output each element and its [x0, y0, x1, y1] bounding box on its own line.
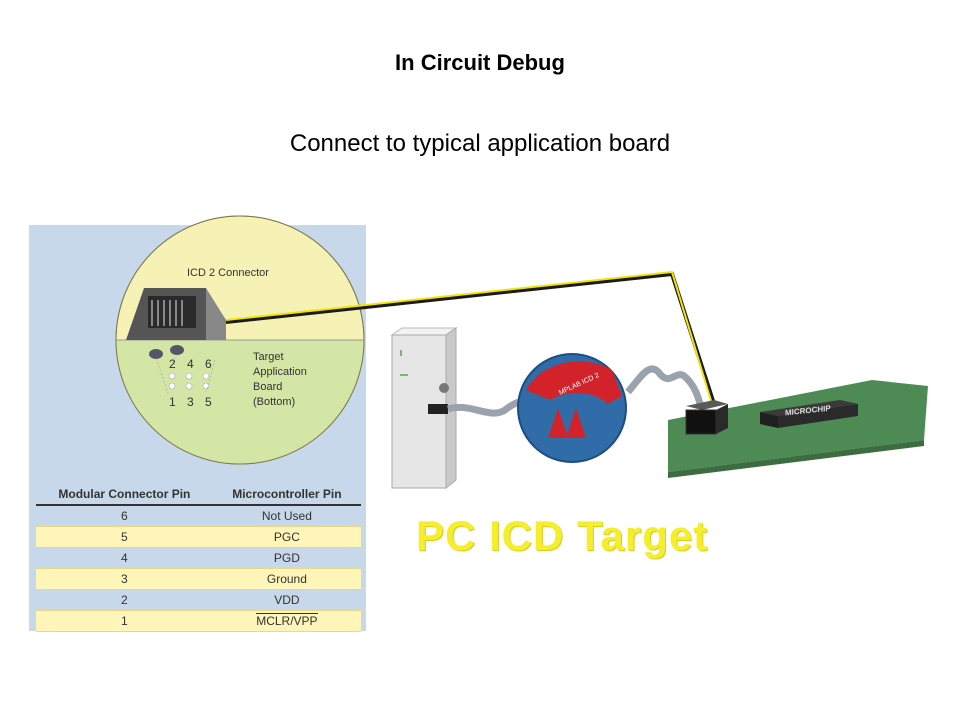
debug-cable — [625, 365, 704, 405]
mcu-cell: Ground — [212, 568, 361, 590]
pc-tower-icon — [390, 327, 458, 490]
mcu-cell: Not Used — [212, 505, 361, 527]
table-header-mcu-pin: Microcontroller Pin — [212, 484, 361, 506]
pin-cell: 5 — [36, 526, 213, 548]
table-row: 5 PGC — [36, 526, 361, 548]
table-row: 6 Not Used — [36, 505, 361, 527]
slide-title: In Circuit Debug — [395, 50, 565, 75]
pin-cell: 2 — [36, 589, 213, 611]
mcu-cell: PGC — [212, 526, 361, 548]
pins-bottom-label: 1 3 5 — [169, 395, 216, 409]
usb-cable — [446, 397, 530, 417]
setup-caption: PC ICD Target — [416, 512, 709, 559]
icd-puck-icon: MPLAB ICD 2 — [517, 353, 627, 463]
solder-pad — [170, 345, 184, 355]
mcu-cell: MCLR/VPP — [212, 610, 361, 632]
rj-connector-icon — [126, 288, 226, 340]
target-board-icon: MICROCHIP — [668, 380, 928, 478]
pins-top-label: 2 4 6 — [169, 357, 216, 371]
connector-label: ICD 2 Connector — [187, 267, 269, 279]
pin-cell: 3 — [36, 568, 213, 590]
mcu-cell-text: MCLR/VPP — [256, 613, 318, 628]
mcu-cell: VDD — [212, 589, 361, 611]
table-row: 3 Ground — [36, 568, 361, 590]
pin-cell: 4 — [36, 547, 213, 569]
pin-cell: 1 — [36, 610, 213, 632]
table-row: 4 PGD — [36, 547, 361, 569]
pin-table: Modular Connector Pin Microcontroller Pi… — [36, 484, 361, 632]
pin-holes — [168, 372, 210, 390]
pin-cell: 6 — [36, 505, 213, 527]
mcu-cell: PGD — [212, 547, 361, 569]
solder-pad — [149, 349, 163, 359]
table-row: 1 MCLR/VPP — [36, 610, 361, 632]
slide-subtitle: Connect to typical application board — [289, 130, 671, 157]
table-row: 2 VDD — [36, 589, 361, 611]
board-label: Target Application Board (Bottom) — [253, 351, 310, 408]
table-header-modular-pin: Modular Connector Pin — [36, 484, 213, 506]
